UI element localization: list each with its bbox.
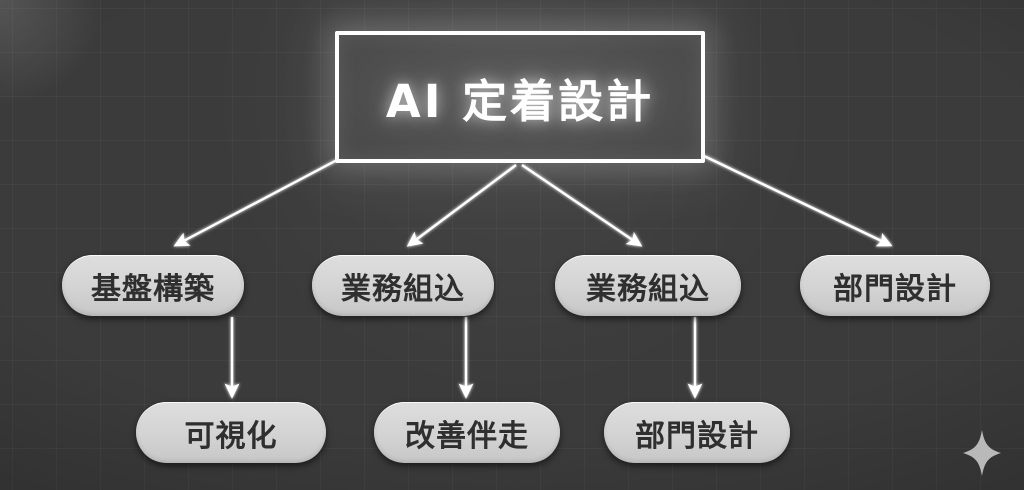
node-gyomu-kumikomi-1[interactable]: 業務組込 bbox=[312, 255, 494, 316]
node-bumon-sekkei-bottom-label: 部門設計 bbox=[635, 418, 759, 454]
edge-root-to-bumon bbox=[703, 154, 893, 247]
node-kaizen-banso-label: 改善伴走 bbox=[405, 418, 529, 454]
node-kiban-kochiku[interactable]: 基盤構築 bbox=[62, 255, 244, 316]
node-gyomu-kumikomi-2-label: 業務組込 bbox=[586, 271, 710, 307]
edge-root-to-gyomu-2 bbox=[521, 164, 643, 247]
node-root[interactable]: AI 定着設計 bbox=[335, 31, 705, 163]
node-bumon-sekkei-top[interactable]: 部門設計 bbox=[800, 255, 990, 316]
node-bumon-sekkei-bottom[interactable]: 部門設計 bbox=[604, 402, 790, 463]
node-kashika[interactable]: 可視化 bbox=[136, 402, 326, 463]
node-bumon-sekkei-top-label: 部門設計 bbox=[833, 271, 957, 307]
edge-root-to-kiban bbox=[173, 158, 338, 247]
node-root-label: AI 定着設計 bbox=[385, 74, 655, 128]
node-gyomu-kumikomi-1-label: 業務組込 bbox=[341, 271, 465, 307]
node-kiban-kochiku-label: 基盤構築 bbox=[91, 271, 215, 307]
sparkle-icon bbox=[963, 430, 1001, 476]
node-kaizen-banso[interactable]: 改善伴走 bbox=[374, 402, 560, 463]
edge-root-to-gyomu-1 bbox=[406, 164, 517, 247]
node-gyomu-kumikomi-2[interactable]: 業務組込 bbox=[555, 255, 741, 316]
node-kashika-label: 可視化 bbox=[184, 418, 278, 454]
